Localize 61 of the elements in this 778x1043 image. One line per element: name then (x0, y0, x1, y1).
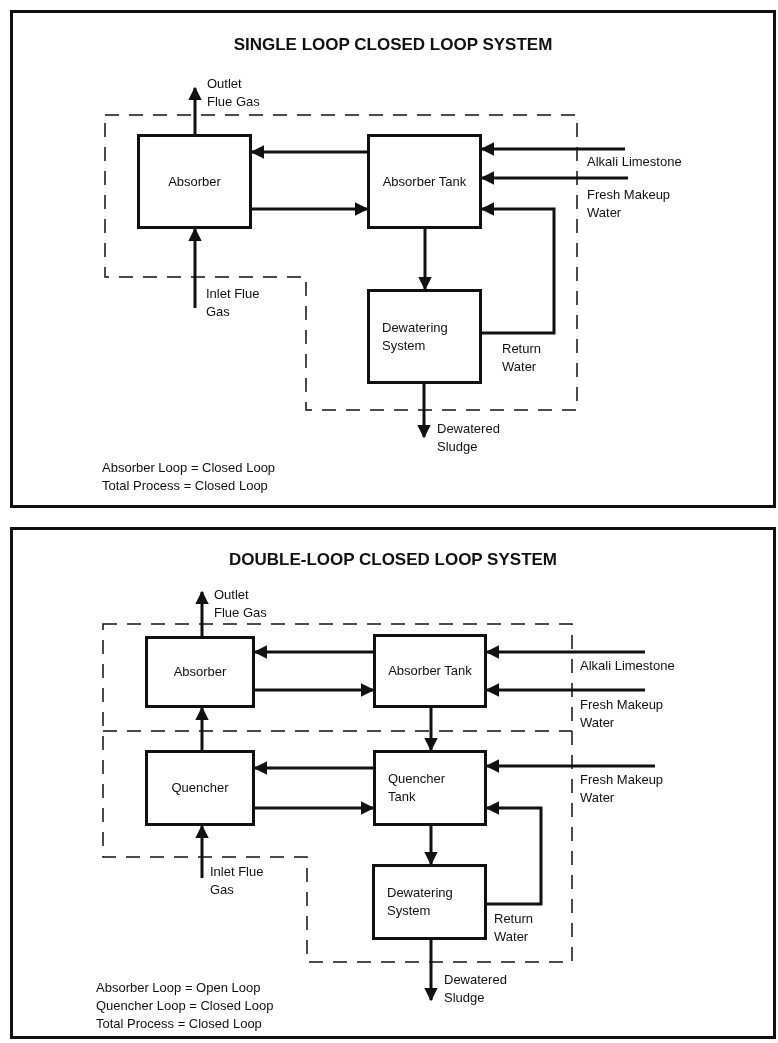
flow-arrow (418, 229, 432, 291)
process-box (367, 289, 482, 384)
flow-arrow (485, 683, 645, 697)
note-text: Quencher Loop = Closed Loop (96, 997, 274, 1015)
box-label: Quencher Tank (388, 770, 447, 806)
flow-arrow (188, 227, 202, 308)
flow-arrow (480, 142, 625, 156)
flow-arrow (195, 590, 209, 636)
flow-arrow (195, 706, 209, 750)
process-box (145, 750, 255, 826)
box-label: Dewatering System (387, 884, 454, 920)
edge-label: Return Water (502, 340, 543, 376)
flow-arrow (485, 801, 543, 906)
flow-arrow (255, 683, 375, 697)
diagram-panel (10, 527, 776, 1039)
flow-arrow (485, 759, 655, 773)
process-box (373, 634, 487, 708)
process-box (373, 750, 487, 826)
edge-label: Alkali Limestone (580, 657, 676, 675)
box-label: Absorber (168, 172, 221, 191)
flow-arrow (417, 384, 431, 439)
flow-arrow (485, 645, 645, 659)
note-text: Absorber Loop = Open Loop (96, 979, 261, 997)
edge-label: Inlet Flue Gas (206, 285, 261, 321)
flow-arrow (195, 824, 209, 878)
box-label: Absorber Tank (382, 172, 467, 191)
process-box (367, 134, 482, 229)
box-label: Absorber Tank (388, 662, 472, 680)
flow-arrow (253, 761, 373, 775)
flow-arrow (424, 708, 438, 752)
panel-title: DOUBLE-LOOP CLOSED LOOP SYSTEM (228, 550, 558, 570)
flow-arrow (253, 645, 373, 659)
box-label: Quencher (171, 779, 229, 797)
note-text: Absorber Loop = Closed Loop (102, 459, 276, 477)
box-label: Dewatering System (382, 318, 449, 355)
process-box (145, 636, 255, 708)
edge-label: Inlet Flue Gas (210, 863, 265, 899)
edge-label: Fresh Makeup Water (580, 771, 665, 807)
flow-arrow (480, 202, 556, 335)
edge-label: Return Water (494, 910, 535, 946)
edge-label: Dewatered Sludge (437, 420, 501, 456)
note-text: Total Process = Closed Loop (96, 1015, 262, 1033)
flow-arrow (424, 826, 438, 866)
edge-label: Outlet Flue Gas (214, 586, 268, 622)
flow-arrow (480, 171, 628, 185)
note-text: Total Process = Closed Loop (102, 477, 268, 495)
edge-label: Alkali Limestone (587, 153, 683, 171)
diagram-panel (10, 10, 776, 508)
edge-label: Dewatered Sludge (444, 971, 508, 1007)
flow-arrow (188, 86, 202, 134)
edge-label: Outlet Flue Gas (207, 75, 261, 111)
flow-arrow (255, 801, 375, 815)
flow-arrow (252, 202, 369, 216)
flow-arrow (424, 940, 438, 1002)
box-label: Absorber (173, 663, 227, 681)
edge-label: Fresh Makeup Water (580, 696, 665, 732)
process-box (372, 864, 487, 940)
process-box (137, 134, 252, 229)
flow-arrow (250, 145, 367, 159)
edge-label: Fresh Makeup Water (587, 186, 672, 222)
panel-title: SINGLE LOOP CLOSED LOOP SYSTEM (233, 35, 553, 55)
